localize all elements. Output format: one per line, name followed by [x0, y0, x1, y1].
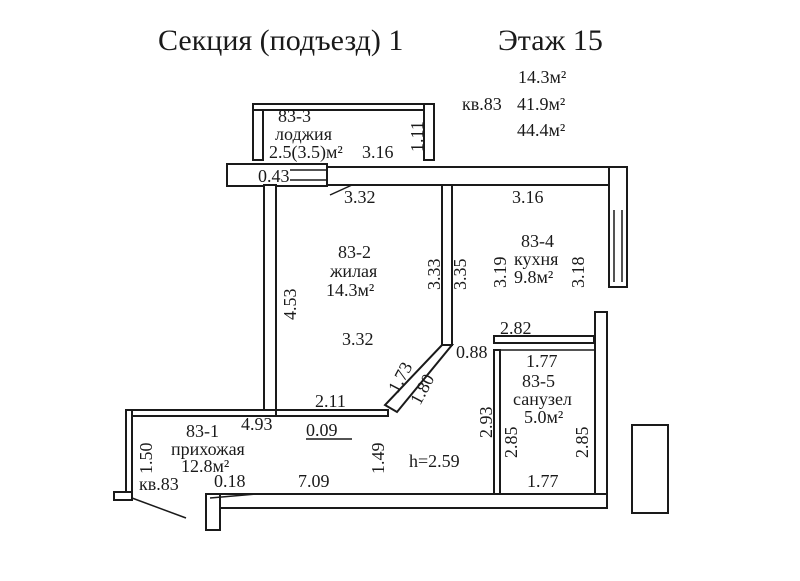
dim-hall-150: 1.50 [136, 443, 156, 475]
living-left-wall [263, 184, 277, 414]
dim-hall-149: 1.49 [368, 443, 388, 475]
bath-left-wall [493, 349, 501, 495]
diagonal-wall [383, 344, 455, 414]
section-title: Секция (подъезд) 1 [158, 24, 403, 57]
living-number: 83-2 [338, 242, 371, 262]
dim-living-left: 4.53 [280, 289, 300, 321]
entry-jamb [113, 491, 133, 501]
dim-bath-left-b: 2.85 [501, 427, 521, 459]
hall-left-wall [125, 409, 133, 499]
dim-bath-right: 2.85 [572, 427, 592, 459]
entry-apartment-label: кв.83 [139, 474, 179, 494]
loggia-name: лоджия [275, 124, 332, 144]
bathroom-name: санузел [513, 389, 572, 409]
hall-mark-line [209, 493, 257, 499]
hallway-area: 12.8м² [181, 456, 229, 476]
living-area: 14.3м² [326, 280, 374, 300]
loggia-wall-left [252, 103, 264, 161]
dim-living-top: 3.32 [344, 187, 376, 207]
bathroom-area: 5.0м² [524, 407, 563, 427]
door-swing-living [329, 184, 353, 196]
floor-title: Этаж 15 [498, 24, 603, 57]
dim-living-bottom: 2.11 [315, 391, 346, 411]
dim-bath-top: 2.82 [500, 318, 532, 338]
dim-kitchen-top: 3.16 [512, 187, 544, 207]
bottom-wall [213, 493, 608, 509]
bath-top-wall [493, 335, 595, 344]
dim-hall-009: 0.09 [306, 420, 338, 440]
loggia-wall-right [423, 103, 435, 161]
right-wall-lower [594, 311, 608, 508]
kitchen-number: 83-4 [521, 231, 554, 251]
door-swing-entry [131, 497, 187, 519]
dim-kitchen-left-b: 3.19 [490, 257, 510, 289]
dim-kitchen-left-a: 3.35 [450, 259, 470, 291]
loggia-area: 2.5(3.5)м² [269, 142, 343, 163]
dim-hall-493: 4.93 [241, 414, 273, 434]
hallway-name: прихожая [171, 439, 245, 459]
living-name: жилая [329, 261, 377, 281]
dim-loggia-height: 1.11 [407, 121, 427, 152]
summary-living-area: 14.3м² [518, 67, 566, 87]
ceiling-height: h=2.59 [409, 451, 460, 471]
loggia-number: 83-3 [278, 106, 311, 126]
kitchen-name: кухня [514, 249, 558, 269]
dim-loggia-width: 3.16 [362, 142, 394, 162]
summary-total-area: 41.9м² [517, 94, 565, 114]
dim-hall-018: 0.18 [214, 471, 246, 491]
kitchen-area: 9.8м² [514, 267, 553, 287]
right-wall-upper [608, 166, 628, 288]
summary-apartment: кв.83 [462, 94, 502, 114]
dim-wall-088: 0.88 [456, 342, 488, 362]
dim-kitchen-right: 3.18 [568, 257, 588, 289]
dim-living-right: 3.33 [424, 259, 444, 291]
bathroom-number: 83-5 [522, 371, 555, 391]
bottom-wall-stub [205, 493, 221, 531]
dim-living-mid: 3.32 [342, 329, 374, 349]
dim-hall-bottom: 7.09 [298, 471, 330, 491]
external-block [631, 424, 669, 514]
summary-overall-area: 44.4м² [517, 120, 565, 140]
walls [113, 103, 669, 531]
dim-bath-left-a: 2.93 [476, 407, 496, 439]
top-wall [326, 166, 628, 186]
dim-window-depth: 0.43 [258, 166, 290, 186]
dim-bath-inner-top: 1.77 [526, 351, 558, 371]
hallway-number: 83-1 [186, 421, 219, 441]
dim-bath-bottom: 1.77 [527, 471, 559, 491]
